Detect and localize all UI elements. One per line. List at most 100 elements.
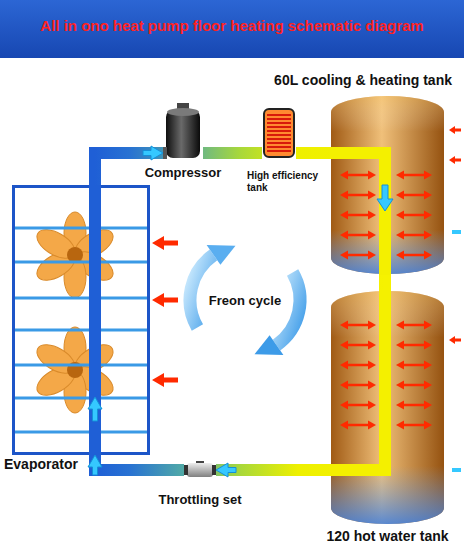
evaporator-coil (14, 187, 149, 454)
pipe-line (216, 464, 330, 476)
coil-tank-symbol (267, 126, 291, 128)
component-label: Evaporator (4, 456, 78, 472)
evaporator-coil (12, 297, 150, 300)
tank-shape (331, 96, 444, 274)
cycle-label: Freon cycle (209, 293, 281, 308)
tank-shape (396, 421, 432, 430)
compressor-symbol (163, 103, 203, 160)
tank-shape (330, 290, 385, 470)
coil-tank-symbol (267, 122, 291, 124)
compressor-symbol (166, 110, 200, 158)
side-pipe-stubs (452, 230, 461, 472)
pipe-line (95, 455, 184, 470)
freon-cycle-arrows (190, 255, 213, 328)
freon-cycle-arrows (190, 245, 300, 355)
evaporator-coil (12, 228, 150, 432)
tank-shape (340, 381, 376, 390)
compressor-symbol (167, 108, 199, 116)
tank-shape (396, 191, 432, 200)
airflow-arrows (152, 236, 178, 250)
component-label: High efficiency tank (247, 170, 327, 194)
tank-shape (396, 231, 432, 240)
side-heat-arrows (449, 126, 461, 344)
coil-tank-symbol (267, 130, 291, 132)
diagram-title: All in ono heat pump floor heating schem… (40, 17, 423, 34)
tank-shape (331, 291, 444, 524)
flow-arrowhead (143, 146, 163, 160)
tank-shape (340, 341, 376, 350)
valve-symbol (184, 465, 188, 475)
tank-shape (330, 95, 445, 275)
evaporator-coil (32, 327, 117, 413)
tank-shape (331, 291, 444, 524)
tank-shape (340, 361, 376, 370)
side-pipe-stubs (452, 230, 461, 234)
tank-shape (330, 290, 445, 525)
coil-tank-symbol (267, 134, 291, 136)
compressor: Compressor (163, 103, 203, 160)
tank-shape (340, 421, 376, 430)
evaporator-coil (89, 185, 101, 455)
title-row: All in ono heat pump floor heating schem… (0, 17, 464, 35)
tank-shape (340, 401, 376, 410)
freon-cycle-arrows (277, 273, 300, 346)
throttling-set: Throttling set (184, 461, 216, 479)
component-label: Compressor (145, 165, 222, 180)
tank-shape (396, 251, 432, 260)
coil-tank-symbol (267, 146, 291, 148)
high-efficiency-tank: High efficiency tank (262, 108, 296, 158)
tank-shape (330, 153, 385, 275)
tank-shape (396, 381, 432, 390)
tank-shape (396, 321, 432, 330)
pipe-line (379, 275, 391, 290)
evaporator-coil (12, 431, 150, 434)
cooling-heating-tank: 60L cooling & heating tank (330, 95, 445, 275)
coil-tank-symbol (267, 115, 291, 151)
tank-shape (340, 191, 376, 200)
tank-shape (396, 361, 432, 370)
tank-heading: 60L cooling & heating tank (274, 72, 452, 88)
side-heat-arrows (449, 156, 461, 164)
valve-symbol (187, 463, 213, 477)
refrigerant-pipe (385, 275, 386, 290)
coil-tank-symbol (262, 108, 296, 158)
evaporator-coil (12, 364, 150, 367)
refrigerant-pipe (216, 463, 330, 477)
tank-shape (396, 401, 432, 410)
evaporator-coil (12, 329, 150, 332)
evaporator-coil (12, 227, 150, 230)
coil-tank-symbol (267, 118, 291, 120)
pipe-line (296, 147, 330, 159)
tank-shape (377, 185, 393, 211)
flow-arrowhead (88, 455, 102, 475)
valve-symbol (212, 465, 216, 475)
tank-shape (340, 171, 376, 180)
refrigerant-pipe (203, 153, 262, 154)
evaporator: Evaporator (12, 185, 150, 455)
coil-tank-symbol (267, 142, 291, 144)
freon-cycle-arrows (255, 335, 284, 355)
pipe-line (203, 147, 262, 159)
refrigerant-pipe (296, 153, 330, 154)
component-label: Throttling set (158, 492, 241, 507)
airflow-arrows (152, 373, 178, 387)
evaporator-coil (12, 397, 150, 400)
tank-shape (396, 341, 432, 350)
side-heat-arrows (449, 336, 461, 344)
tank-shape (396, 211, 432, 220)
tank-heading: 120 hot water tank (326, 528, 448, 544)
side-pipe-stubs (452, 468, 461, 472)
tank-shape (340, 211, 376, 220)
tank-shape (396, 171, 432, 180)
tank-shape (340, 251, 376, 260)
valve-symbol (184, 461, 216, 479)
evaporator-coil (32, 212, 117, 298)
side-heat-arrows (449, 126, 461, 134)
hot-water-tank: 120 hot water tank (330, 290, 445, 525)
tank-shape (340, 231, 376, 240)
coil-tank-symbol (267, 114, 291, 116)
tank-shape (340, 321, 376, 330)
coil-tank-symbol (267, 150, 291, 152)
airflow-arrows (152, 293, 178, 307)
coil-tank-symbol (264, 109, 294, 157)
